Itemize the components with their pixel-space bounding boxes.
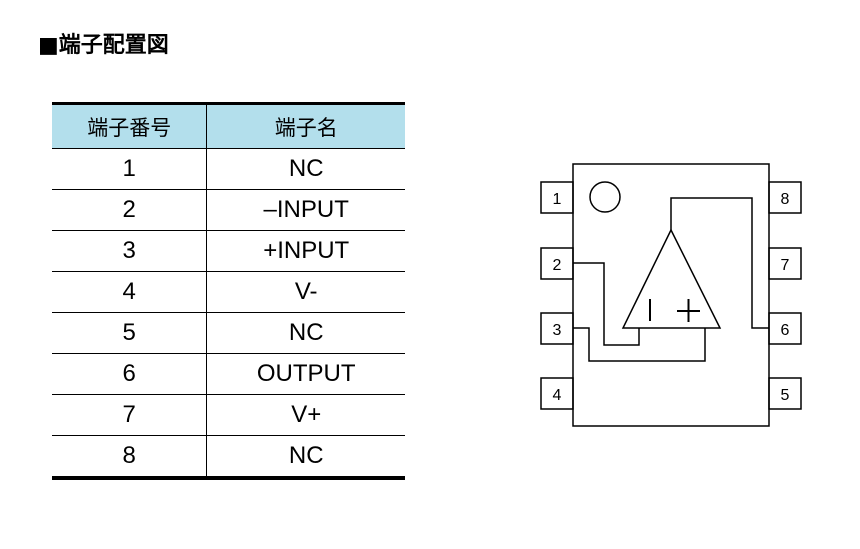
pin-box-5 [768,377,802,410]
table-row: 3 +INPUT [52,230,405,272]
pin-label-3: 3 [553,322,562,339]
package-body [572,163,770,427]
pin-name: NC [206,148,405,190]
pin-box-1 [540,181,574,214]
pin-box-7 [768,247,802,280]
table-row: 6 OUTPUT [52,353,405,395]
header-pin-name: 端子名 [206,103,405,149]
header-pin-number: 端子番号 [52,103,208,149]
wire-output [670,197,769,329]
pin-label-4: 4 [553,387,562,404]
pin-table: 端子番号 端子名 1 NC 2 –INPUT 3 +INPUT 4 V- 5 N… [52,102,405,480]
pin-layout-diagram: 1 2 3 4 8 7 6 5 [540,163,802,427]
pin-table-header-row: 端子番号 端子名 [52,103,405,149]
wire-inverting-input [573,262,640,346]
pin-name: NC [206,435,405,478]
section-heading: ■端子配置図 [38,33,169,58]
pin-number: 3 [52,230,208,272]
pin-label-6: 6 [781,322,790,339]
pin-name: +INPUT [206,230,405,272]
pin-number: 7 [52,394,208,436]
pin-number: 2 [52,189,208,231]
pin-label-8: 8 [781,191,790,208]
opamp-triangle [621,228,722,329]
pin-label-5: 5 [781,387,790,404]
pin-name: OUTPUT [206,353,405,395]
pin-label-1: 1 [553,191,562,208]
pin-label-7: 7 [781,257,790,274]
pin-box-4 [540,377,574,410]
table-row: 2 –INPUT [52,189,405,231]
pin-name: NC [206,312,405,354]
pin-number: 6 [52,353,208,395]
pin-box-8 [768,181,802,214]
pin-number: 5 [52,312,208,354]
table-row: 5 NC [52,312,405,354]
pin-name: V- [206,271,405,313]
wire-noninverting-input [573,327,706,362]
pin-number: 8 [52,435,208,478]
table-row: 4 V- [52,271,405,313]
table-row: 8 NC [52,435,405,478]
table-row: 7 V+ [52,394,405,436]
pin-name: V+ [206,394,405,436]
pin-number: 1 [52,148,208,190]
pin-name: –INPUT [206,189,405,231]
pin1-marker [589,181,621,213]
pin-label-2: 2 [553,257,562,274]
table-row: 1 NC [52,148,405,190]
pin-number: 4 [52,271,208,313]
